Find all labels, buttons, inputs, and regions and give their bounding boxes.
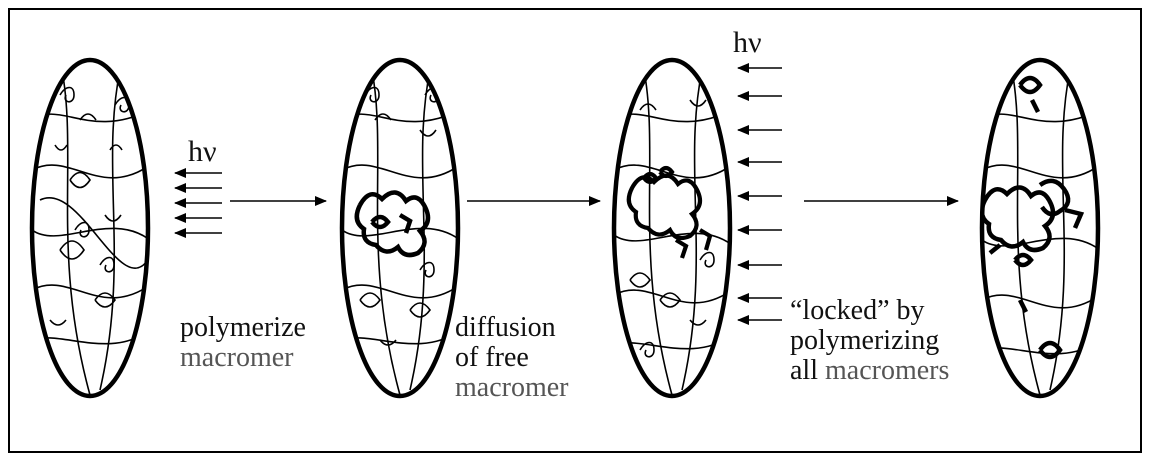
- step1-line2: macromer: [180, 343, 306, 373]
- step1-line1: polymerize: [180, 313, 306, 343]
- step3-line3-macromers: macromers: [825, 355, 949, 386]
- hydrogel-ellipse-diffusion: [614, 60, 732, 396]
- step3-line3-all: all: [790, 355, 818, 386]
- hydrogel-ellipse-initial: [32, 60, 150, 396]
- step2-line2: of free: [455, 343, 569, 373]
- light-arrows-second: [738, 68, 782, 320]
- step3-line1: “locked” by: [790, 296, 949, 326]
- hydrogel-ellipse-locked: [982, 60, 1100, 396]
- hydrogel-ellipse-polymerized: [342, 60, 460, 396]
- step2-line1: diffusion: [455, 313, 569, 343]
- step2-line3: macromer: [455, 373, 569, 403]
- light-label-first: hν: [188, 137, 217, 167]
- step3-line2: polymerizing: [790, 326, 949, 356]
- step3-caption: “locked” by polymerizing all macromers: [790, 296, 949, 386]
- step3-line3: all macromers: [790, 356, 949, 386]
- light-label-second: hν: [733, 28, 762, 58]
- step2-caption: diffusion of free macromer: [455, 313, 569, 403]
- light-arrows-first: [175, 173, 222, 233]
- step1-caption: polymerize macromer: [180, 313, 306, 373]
